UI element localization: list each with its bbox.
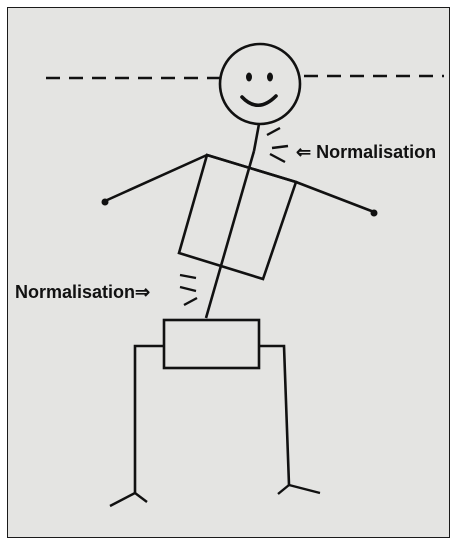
neck-tick-2 xyxy=(272,146,288,148)
waist-tick-3 xyxy=(184,298,197,305)
lower-normalisation-label: Normalisation⇒ xyxy=(15,282,150,302)
right-arm xyxy=(296,182,374,212)
left-foot-b xyxy=(135,493,147,502)
waist-tick-1 xyxy=(180,275,196,278)
pelvis xyxy=(164,320,259,368)
right-foot-a xyxy=(278,485,289,494)
neck-tick-1 xyxy=(267,128,280,135)
smile xyxy=(242,96,276,105)
left-leg xyxy=(135,346,164,493)
right-eye xyxy=(267,73,273,82)
left-foot-a xyxy=(110,493,135,506)
spine xyxy=(206,151,254,318)
left-arm xyxy=(105,155,207,201)
neck xyxy=(254,124,259,151)
upper-normalisation-label: ⇐ Normalisation xyxy=(296,142,436,162)
left-eye xyxy=(246,73,252,82)
left-hand xyxy=(102,199,109,206)
torso xyxy=(179,155,296,279)
neck-tick-3 xyxy=(270,154,285,162)
head xyxy=(220,44,300,124)
waist-tick-2 xyxy=(180,287,196,291)
right-foot-b xyxy=(289,485,320,493)
right-leg xyxy=(259,346,289,485)
right-hand xyxy=(371,210,378,217)
